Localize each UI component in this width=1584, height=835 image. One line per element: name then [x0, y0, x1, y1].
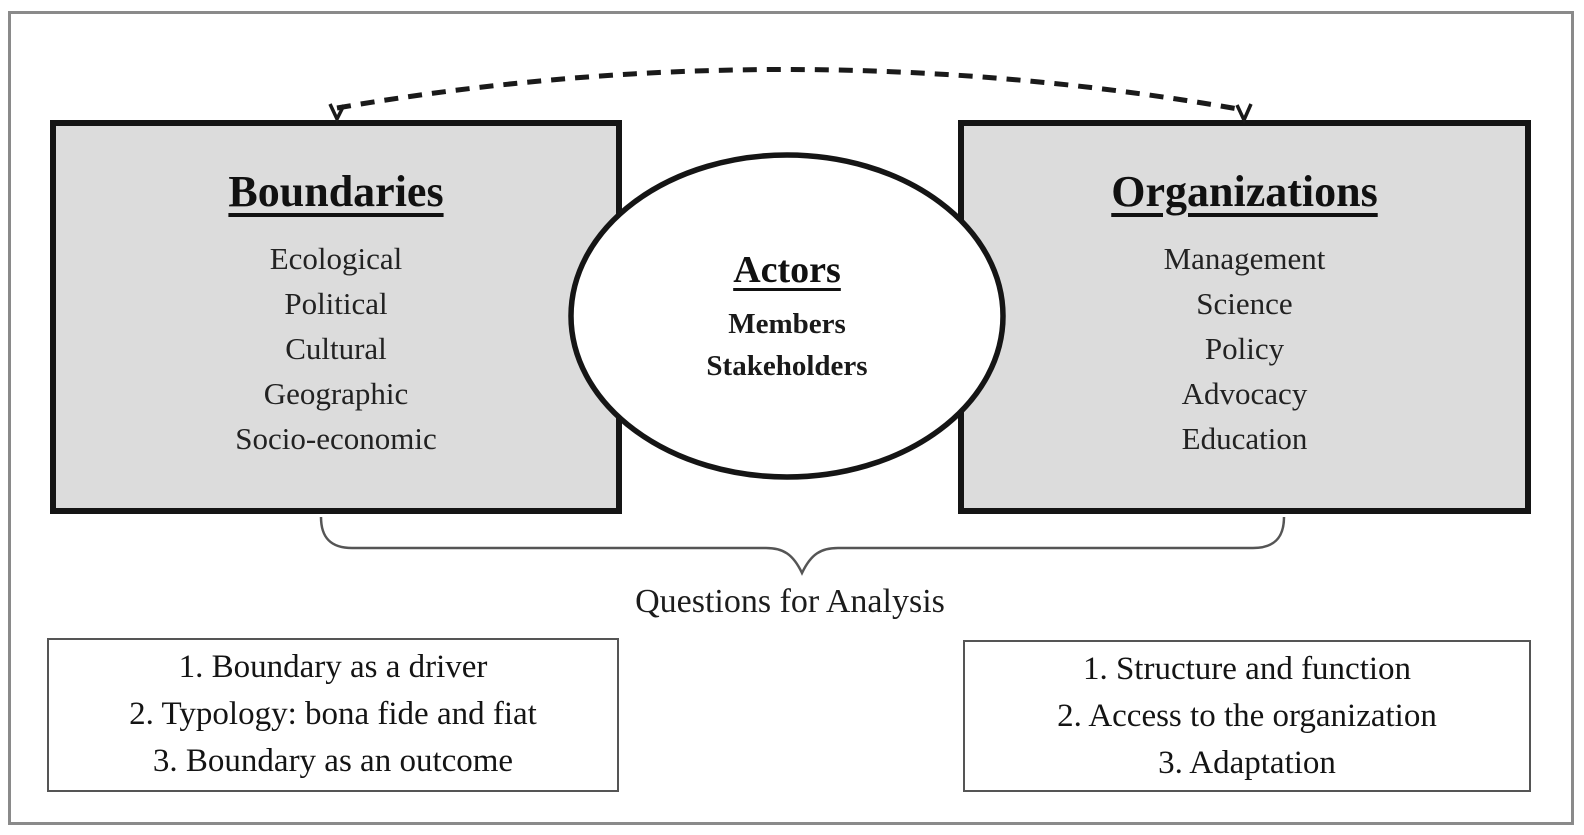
boundaries-item: Cultural [285, 331, 387, 366]
arrowhead-right-icon [1235, 103, 1253, 125]
boundaries-items: Ecological Political Cultural Geographic… [56, 236, 616, 461]
boundaries-item: Geographic [263, 376, 409, 411]
boundaries-item: Socio-economic [235, 421, 437, 456]
dashed-arc-connector [336, 67, 1245, 113]
questions-for-analysis-label: Questions for Analysis [635, 583, 945, 620]
boundaries-item: Political [284, 286, 388, 321]
organizations-item: Science [1196, 286, 1293, 321]
actors-items: Members Stakeholders [570, 303, 1004, 387]
organizations-item: Policy [1204, 331, 1285, 366]
boundary-question-item: 2. Typology: bona fide and fiat [129, 696, 537, 732]
organization-questions-box: 1. Structure and function 2. Access to t… [963, 640, 1531, 792]
organization-question-item: 3. Adaptation [1158, 745, 1336, 781]
actors-ellipse-shape [568, 152, 1006, 480]
boundaries-title: Boundaries [228, 167, 444, 216]
organizations-title: Organizations [1111, 167, 1378, 216]
actors-item: Members [728, 308, 846, 340]
boundaries-item: Ecological [269, 241, 403, 276]
actors-title: Actors [733, 249, 841, 291]
boundaries-box: Boundaries Ecological Political Cultural… [50, 120, 622, 514]
organizations-item: Education [1181, 421, 1308, 456]
arrowhead-left-icon [328, 103, 346, 124]
organizations-box: Organizations Management Science Policy … [958, 120, 1531, 514]
organizations-item: Management [1163, 241, 1326, 276]
boundary-questions-box: 1. Boundary as a driver 2. Typology: bon… [47, 638, 619, 792]
organizations-item: Advocacy [1181, 376, 1308, 411]
boundary-question-item: 3. Boundary as an outcome [152, 743, 514, 779]
boundary-question-item: 1. Boundary as a driver [178, 649, 488, 685]
organization-question-item: 2. Access to the organization [1057, 698, 1437, 734]
actors-label-group: Actors Members Stakeholders [570, 247, 1004, 387]
organizations-items: Management Science Policy Advocacy Educa… [964, 236, 1525, 461]
actors-item: Stakeholders [706, 350, 868, 382]
organization-question-item: 1. Structure and function [1082, 651, 1412, 687]
curly-brace [319, 516, 1286, 576]
